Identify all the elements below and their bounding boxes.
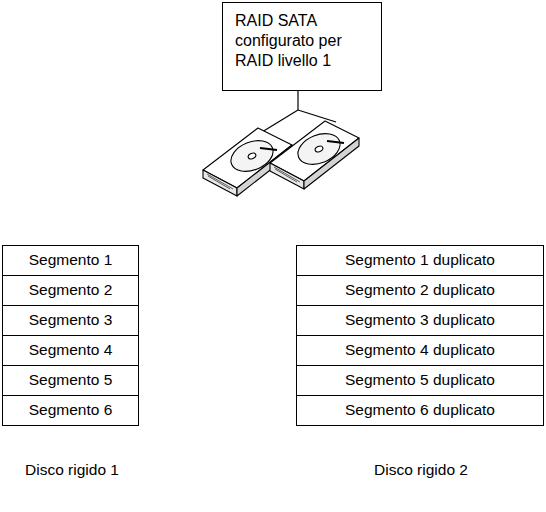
hard-drive (270, 121, 359, 189)
table-cell: Segmento 3 (2, 305, 139, 336)
disk-label: Disco rigido 1 (25, 460, 119, 480)
table-cell: Segmento 1 duplicato (296, 245, 544, 276)
disk-label: Disco rigido 2 (374, 460, 468, 480)
controller-box: RAID SATA configurato per RAID livello 1 (222, 2, 382, 91)
wire (262, 110, 298, 132)
wire (298, 110, 336, 122)
table-cell: Segmento 6 duplicato (296, 395, 544, 426)
table-cell: Segmento 2 duplicato (296, 275, 544, 306)
table-cell: Segmento 3 duplicato (296, 305, 544, 336)
table-cell: Segmento 1 (2, 245, 139, 276)
table-cell: Segmento 4 (2, 335, 139, 366)
wire (297, 91, 298, 110)
table-cell: Segmento 5 duplicato (296, 365, 544, 396)
table-cell: Segmento 5 (2, 365, 139, 396)
table-cell: Segmento 2 (2, 275, 139, 306)
table-cell: Segmento 6 (2, 395, 139, 426)
box-text: RAID SATA configurato per RAID livello 1 (235, 11, 363, 71)
table-cell: Segmento 4 duplicato (296, 335, 544, 366)
